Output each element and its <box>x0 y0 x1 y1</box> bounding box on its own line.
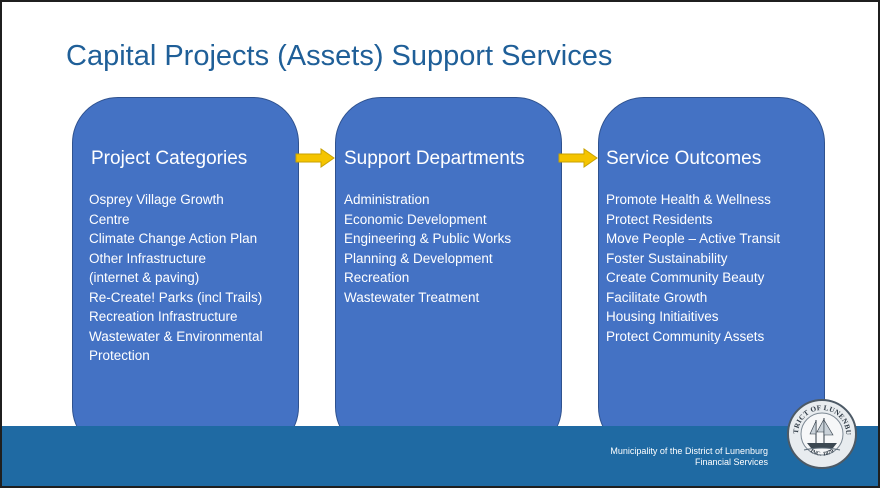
right-arrow-icon <box>558 148 598 168</box>
service-outcomes-list: Promote Health & Wellness Protect Reside… <box>606 190 821 346</box>
list-item: Engineering & Public Works <box>344 231 512 246</box>
list-item: Centre <box>89 211 130 227</box>
ship-icon <box>803 418 841 451</box>
list-item: Protect Residents <box>606 211 713 227</box>
project-categories-heading: Project Categories <box>91 148 248 169</box>
footer-department: Financial Services <box>694 457 768 467</box>
service-outcomes-box: Service Outcomes Promote Health & Wellne… <box>598 97 825 453</box>
service-outcomes-heading: Service Outcomes <box>606 148 762 169</box>
list-item: Osprey Village Growth <box>89 192 224 207</box>
list-item: Planning & Development <box>344 250 493 266</box>
project-categories-box: Project Categories Osprey Village Growth… <box>72 97 299 453</box>
list-item: Create Community Beauty <box>606 270 765 285</box>
footer-organization: Municipality of the District of Lunenbur… <box>610 446 768 456</box>
list-item: Climate Change Action Plan <box>89 231 258 246</box>
list-item: Protection <box>89 348 150 363</box>
seal-bottom-text: INC. 1879 <box>809 448 836 457</box>
support-departments-box: Support Departments Administration Econo… <box>335 97 562 453</box>
list-item: Move People – Active Transit <box>606 231 781 246</box>
list-item: (internet & paving) <box>89 270 200 285</box>
project-categories-list: Osprey Village Growth Centre Climate Cha… <box>89 190 294 366</box>
list-item: Promote Health & Wellness <box>606 192 771 207</box>
list-item: Recreation <box>344 270 410 285</box>
footer-text: Municipality of the District of Lunenbur… <box>610 446 768 468</box>
list-item: Administration <box>344 192 430 207</box>
slide-title: Capital Projects (Assets) Support Servic… <box>66 40 613 72</box>
list-item: Wastewater & Environmental <box>89 328 263 344</box>
list-item: Facilitate Growth <box>606 289 708 305</box>
district-seal-icon: DISTRICT OF LUNENBURG INC. 1879 <box>786 398 857 469</box>
right-arrow-icon <box>295 148 335 168</box>
list-item: Recreation Infrastructure <box>89 309 238 324</box>
list-item: Protect Community Assets <box>606 328 765 344</box>
list-item: Economic Development <box>344 211 487 227</box>
svg-text:INC. 1879: INC. 1879 <box>809 448 836 457</box>
list-item: Other Infrastructure <box>89 250 207 266</box>
support-departments-heading: Support Departments <box>344 148 525 169</box>
list-item: Foster Sustainability <box>606 250 728 266</box>
list-item: Housing Initiaitives <box>606 309 719 324</box>
list-item: Re-Create! Parks (incl Trails) <box>89 289 263 305</box>
footer-bar <box>2 426 878 486</box>
support-departments-list: Administration Economic Development Engi… <box>344 190 549 307</box>
list-item: Wastewater Treatment <box>344 289 480 305</box>
